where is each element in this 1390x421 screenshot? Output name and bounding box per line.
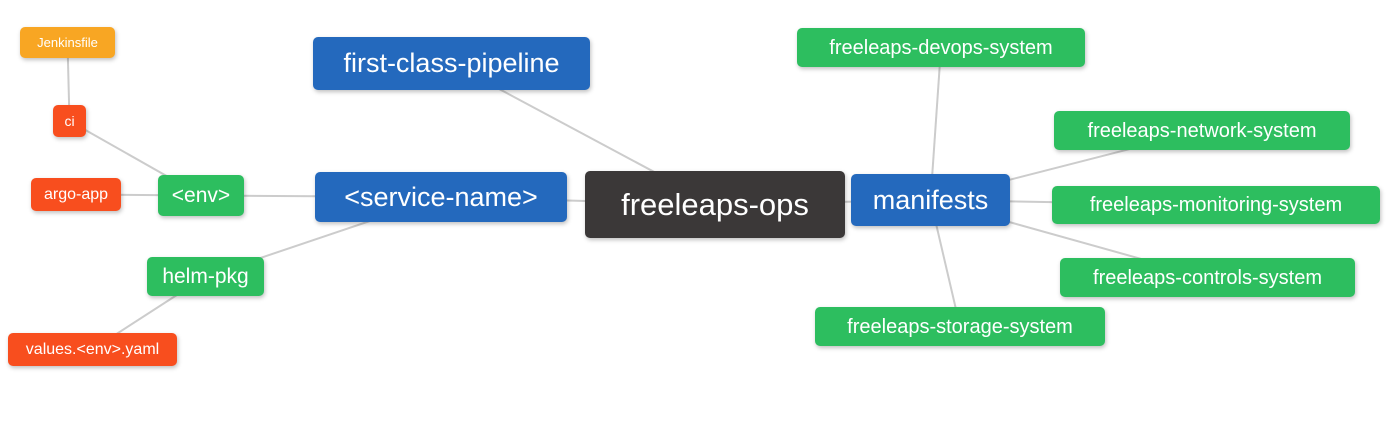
mindmap-node-freeleaps-ops[interactable]: freeleaps-ops [585,171,845,238]
node-label: helm-pkg [162,265,249,288]
mindmap-node-first-class-pipeline[interactable]: first-class-pipeline [313,37,590,90]
node-label: manifests [872,184,989,215]
node-label: freeleaps-monitoring-system [1089,194,1343,216]
mindmap-node-env[interactable]: <env> [158,175,244,216]
mindmap-node-freeleaps-monitoring-system[interactable]: freeleaps-monitoring-system [1052,186,1380,224]
mindmap-node-service-name[interactable]: <service-name> [315,172,567,222]
mindmap-node-freeleaps-storage-system[interactable]: freeleaps-storage-system [815,307,1105,346]
node-label: freeleaps-network-system [1087,119,1317,142]
mindmap-node-argo-app[interactable]: argo-app [31,178,121,211]
mindmap-node-ci[interactable]: ci [53,105,86,137]
node-label: Jenkinsfile [37,35,98,50]
node-label: freeleaps-storage-system [847,315,1073,338]
node-label: first-class-pipeline [343,48,560,78]
mindmap-node-manifests[interactable]: manifests [851,174,1010,226]
node-label: freeleaps-controls-system [1093,266,1322,289]
mindmap-node-values-env-yaml[interactable]: values.<env>.yaml [8,333,177,366]
mindmap-node-freeleaps-devops-system[interactable]: freeleaps-devops-system [797,28,1085,67]
node-label: <service-name> [344,181,538,212]
node-label: ci [64,113,75,129]
mindmap-node-jenkinsfile[interactable]: Jenkinsfile [20,27,115,58]
node-label: <env> [171,184,231,207]
mindmap-node-freeleaps-controls-system[interactable]: freeleaps-controls-system [1060,258,1355,297]
node-label: freeleaps-ops [621,187,809,222]
mindmap-node-freeleaps-network-system[interactable]: freeleaps-network-system [1054,111,1350,150]
mindmap-node-helm-pkg[interactable]: helm-pkg [147,257,264,296]
node-label: freeleaps-devops-system [829,36,1053,59]
node-label: argo-app [43,185,109,203]
node-label: values.<env>.yaml [25,340,160,358]
